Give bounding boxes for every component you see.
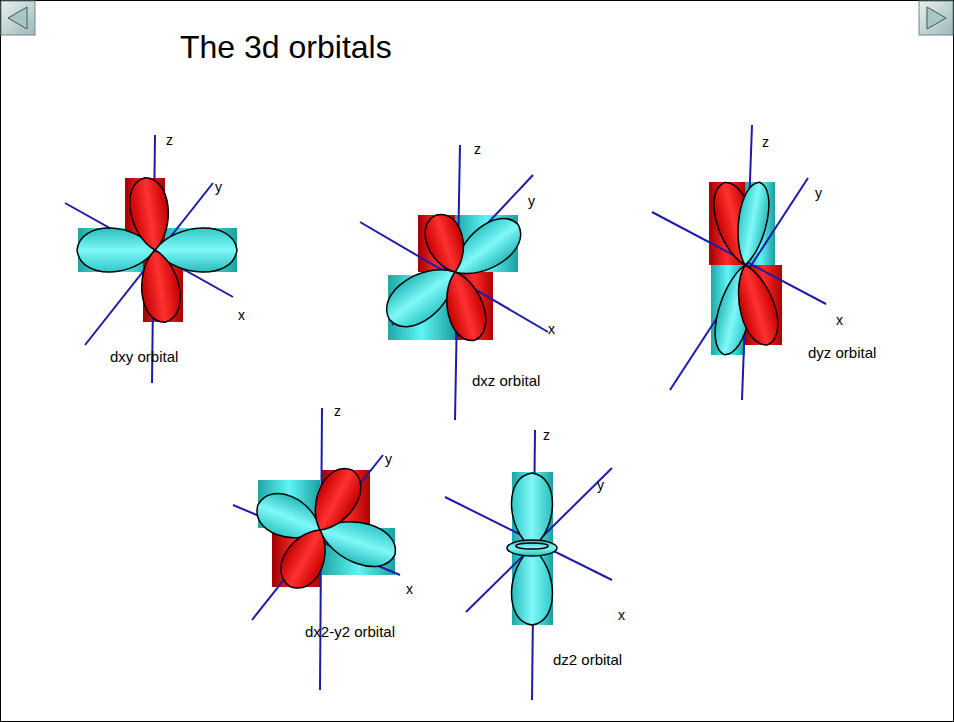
orbital-name: dxz orbital <box>472 373 540 390</box>
axis-label: z <box>762 135 769 150</box>
nav-button <box>1 1 953 35</box>
orbital-name: dyz orbital <box>808 345 876 362</box>
orbital-lobes <box>77 175 785 625</box>
lobe-shading <box>78 178 782 625</box>
orbital-name: dxy orbital <box>110 349 178 366</box>
axis-label: x <box>548 322 555 337</box>
coordinate-axes <box>65 125 826 700</box>
orbital-name: dx2-y2 orbital <box>305 624 395 641</box>
axis-label: z <box>543 428 550 443</box>
axis-label: x <box>238 308 245 323</box>
axis-label: y <box>215 180 222 195</box>
axis-label: z <box>334 404 341 419</box>
axis-label: x <box>618 608 625 623</box>
axis-label: z <box>166 133 173 148</box>
axis-label: y <box>815 186 822 201</box>
axis-label: z <box>474 142 481 157</box>
axis-label: x <box>836 313 843 328</box>
axis-label: x <box>406 582 413 597</box>
axis-label: y <box>597 478 604 493</box>
axis-label: y <box>385 452 392 467</box>
orbital-name: dz2 orbital <box>553 652 622 669</box>
axis-label: y <box>528 194 535 209</box>
slide-title: The 3d orbitals <box>180 30 392 65</box>
